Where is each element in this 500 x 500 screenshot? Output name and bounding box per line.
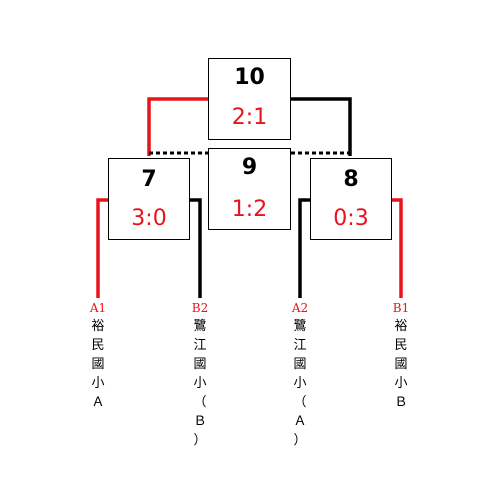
team-a2: A2 鷺江國小（Ａ）	[288, 300, 312, 450]
match-8-box: 8 0:3	[310, 158, 392, 240]
team-seed: A2	[291, 301, 309, 315]
match-number: 7	[141, 167, 157, 192]
match-9-box: 9 1:2	[208, 148, 291, 230]
team-name: 鷺江國小（Ｂ）	[193, 319, 207, 448]
match-score: 0:3	[333, 206, 369, 231]
match-number: 8	[343, 167, 359, 192]
match-score: 1:2	[231, 197, 268, 222]
match-number: 9	[241, 155, 258, 180]
match-7-box: 7 3:0	[108, 158, 190, 240]
team-name: 鷺江國小（Ａ）	[293, 319, 307, 448]
match-score: 3:0	[131, 206, 167, 231]
match-number: 10	[234, 65, 265, 90]
leg-a1	[96, 198, 108, 298]
winner-line-7-to-10	[147, 97, 208, 156]
leg-a2	[298, 198, 310, 298]
team-seed: B1	[392, 301, 410, 315]
match-10-box: 10 2:1	[208, 58, 291, 140]
team-b2: B2 鷺江國小（Ｂ）	[188, 300, 212, 450]
loser-line-8-to-10	[291, 97, 352, 156]
team-seed: B2	[191, 301, 209, 315]
leg-b2	[190, 198, 202, 298]
match-score: 2:1	[231, 105, 268, 130]
team-seed: A1	[89, 301, 107, 315]
leg-b1	[392, 198, 403, 298]
